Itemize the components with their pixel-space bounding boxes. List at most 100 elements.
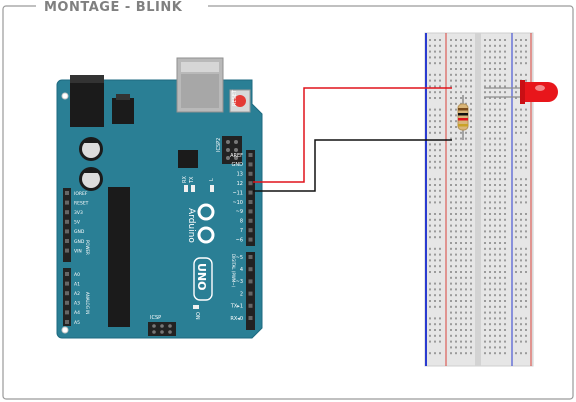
breadboard-hole[interactable] xyxy=(489,230,491,233)
breadboard-hole[interactable] xyxy=(455,166,457,169)
breadboard-hole[interactable] xyxy=(455,149,457,152)
breadboard-hole[interactable] xyxy=(439,91,441,94)
breadboard-hole[interactable] xyxy=(465,247,467,250)
breadboard-hole[interactable] xyxy=(455,68,457,70)
breadboard-hole[interactable] xyxy=(429,265,431,268)
breadboard-hole[interactable] xyxy=(429,352,431,355)
breadboard-hole[interactable] xyxy=(484,172,486,175)
breadboard-hole[interactable] xyxy=(504,207,506,210)
breadboard-hole[interactable] xyxy=(494,149,496,152)
breadboard-hole[interactable] xyxy=(489,311,491,314)
breadboard-hole[interactable] xyxy=(455,184,457,186)
digital-pin-hole[interactable] xyxy=(248,171,253,176)
breadboard-hole[interactable] xyxy=(470,137,472,140)
breadboard-hole[interactable] xyxy=(489,271,491,273)
breadboard-hole[interactable] xyxy=(504,218,506,221)
breadboard-hole[interactable] xyxy=(460,340,462,343)
breadboard-hole[interactable] xyxy=(465,62,467,65)
breadboard-hole[interactable] xyxy=(455,201,457,204)
breadboard-hole[interactable] xyxy=(460,166,462,169)
breadboard-hole[interactable] xyxy=(434,62,436,65)
breadboard-hole[interactable] xyxy=(434,329,436,331)
breadboard-hole[interactable] xyxy=(499,294,501,297)
breadboard-hole[interactable] xyxy=(465,288,467,291)
breadboard-hole[interactable] xyxy=(465,201,467,204)
breadboard-hole[interactable] xyxy=(470,97,472,99)
breadboard-hole[interactable] xyxy=(455,39,457,41)
breadboard-hole[interactable] xyxy=(434,305,436,308)
breadboard-hole[interactable] xyxy=(525,236,527,239)
breadboard-hole[interactable] xyxy=(450,126,452,128)
breadboard-hole[interactable] xyxy=(489,143,491,146)
breadboard-hole[interactable] xyxy=(455,131,457,134)
breadboard-hole[interactable] xyxy=(520,230,522,233)
breadboard-hole[interactable] xyxy=(434,155,436,157)
breadboard-hole[interactable] xyxy=(460,73,462,76)
breadboard-hole[interactable] xyxy=(515,131,517,134)
breadboard-hole[interactable] xyxy=(460,224,462,227)
breadboard-hole[interactable] xyxy=(460,149,462,152)
breadboard-hole[interactable] xyxy=(429,230,431,233)
breadboard-hole[interactable] xyxy=(450,253,452,256)
breadboard-hole[interactable] xyxy=(470,294,472,297)
breadboard-hole[interactable] xyxy=(499,68,501,70)
breadboard-hole[interactable] xyxy=(434,340,436,343)
breadboard-hole[interactable] xyxy=(494,91,496,94)
breadboard-hole[interactable] xyxy=(494,172,496,175)
breadboard-hole[interactable] xyxy=(450,201,452,204)
breadboard-hole[interactable] xyxy=(494,276,496,279)
breadboard-hole[interactable] xyxy=(450,340,452,343)
breadboard-hole[interactable] xyxy=(525,149,527,152)
breadboard-hole[interactable] xyxy=(504,253,506,256)
breadboard-hole[interactable] xyxy=(439,56,441,59)
breadboard-hole[interactable] xyxy=(494,294,496,297)
breadboard-hole[interactable] xyxy=(465,340,467,343)
breadboard-hole[interactable] xyxy=(520,317,522,320)
breadboard-hole[interactable] xyxy=(470,242,472,244)
breadboard-hole[interactable] xyxy=(504,143,506,146)
breadboard-hole[interactable] xyxy=(434,230,436,233)
breadboard-hole[interactable] xyxy=(460,68,462,70)
breadboard-hole[interactable] xyxy=(484,178,486,181)
breadboard-hole[interactable] xyxy=(455,172,457,175)
breadboard-hole[interactable] xyxy=(499,242,501,244)
breadboard-hole[interactable] xyxy=(429,340,431,343)
breadboard-hole[interactable] xyxy=(484,213,486,215)
breadboard-hole[interactable] xyxy=(499,305,501,308)
breadboard-hole[interactable] xyxy=(515,323,517,326)
breadboard-hole[interactable] xyxy=(429,247,431,250)
breadboard-hole[interactable] xyxy=(515,85,517,88)
breadboard-hole[interactable] xyxy=(470,44,472,47)
breadboard-hole[interactable] xyxy=(460,207,462,210)
breadboard-hole[interactable] xyxy=(429,97,431,99)
breadboard-hole[interactable] xyxy=(515,253,517,256)
breadboard-hole[interactable] xyxy=(489,108,491,111)
breadboard-hole[interactable] xyxy=(455,207,457,210)
breadboard-hole[interactable] xyxy=(489,56,491,59)
breadboard-hole[interactable] xyxy=(489,352,491,355)
breadboard-hole[interactable] xyxy=(460,271,462,273)
breadboard-hole[interactable] xyxy=(470,259,472,262)
breadboard-hole[interactable] xyxy=(520,120,522,123)
breadboard-hole[interactable] xyxy=(489,334,491,337)
breadboard-hole[interactable] xyxy=(484,352,486,355)
breadboard-hole[interactable] xyxy=(484,247,486,250)
breadboard-hole[interactable] xyxy=(460,44,462,47)
breadboard-hole[interactable] xyxy=(450,323,452,326)
breadboard-hole[interactable] xyxy=(429,56,431,59)
breadboard-hole[interactable] xyxy=(455,340,457,343)
power-pin-hole[interactable] xyxy=(65,200,69,205)
breadboard-hole[interactable] xyxy=(450,276,452,279)
breadboard-hole[interactable] xyxy=(434,108,436,111)
breadboard-hole[interactable] xyxy=(515,265,517,268)
breadboard-hole[interactable] xyxy=(484,334,486,337)
breadboard-hole[interactable] xyxy=(460,329,462,331)
breadboard-hole[interactable] xyxy=(525,288,527,291)
breadboard-hole[interactable] xyxy=(504,305,506,308)
breadboard-hole[interactable] xyxy=(520,305,522,308)
breadboard-hole[interactable] xyxy=(504,172,506,175)
breadboard-hole[interactable] xyxy=(499,184,501,186)
breadboard-hole[interactable] xyxy=(489,160,491,163)
breadboard-hole[interactable] xyxy=(520,259,522,262)
breadboard-hole[interactable] xyxy=(460,160,462,163)
